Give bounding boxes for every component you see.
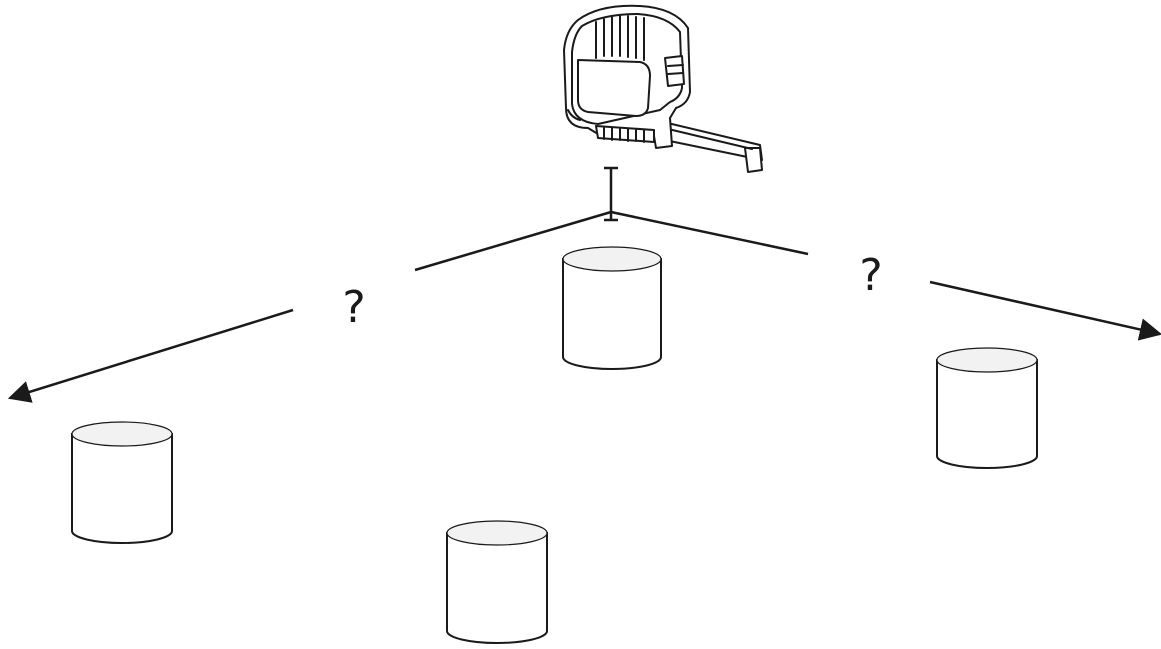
line-left-arrow <box>7 308 294 403</box>
cylinder-icon <box>446 520 548 644</box>
measurement-lines <box>7 210 1161 403</box>
cylinder-icon <box>562 246 662 370</box>
tape-measure-icon <box>563 4 763 173</box>
height-marker <box>604 166 618 222</box>
line-right-arrow <box>929 280 1161 341</box>
cylinder-icon <box>71 421 173 544</box>
cylinder-icon <box>936 347 1038 469</box>
question-mark-right: ? <box>859 250 882 301</box>
question-mark-left: ? <box>342 282 365 333</box>
line-right-upper <box>610 210 809 256</box>
line-left-upper <box>414 210 612 272</box>
